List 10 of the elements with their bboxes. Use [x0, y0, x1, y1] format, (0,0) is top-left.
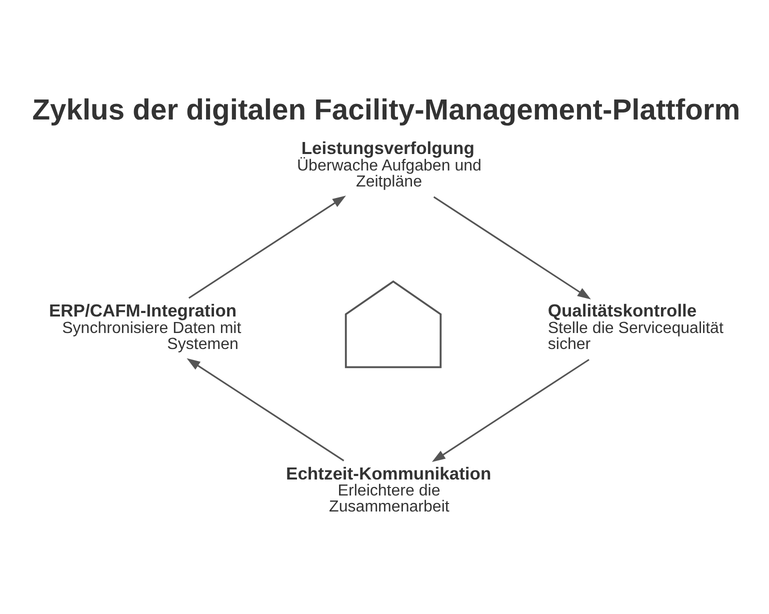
diagram-title: Zyklus der digitalen Facility-Management-Plattform	[32, 94, 740, 127]
node-text: Leistungsverfolgung Überwache Aufgaben und Zeitpläne	[296, 138, 482, 190]
node-text: Qualitätskontrolle Stelle die Servicequalität sicher	[548, 300, 724, 354]
arrow	[188, 196, 346, 299]
node-picture	[344, 280, 442, 368]
arrow	[186, 358, 344, 462]
node-text: Echtzeit-Kommunikation Erleichtere die Zusammenarbeit	[286, 463, 492, 516]
node-text: ERP/CAFM-Integration Synchronisiere Daten mit Systemen	[48, 300, 242, 354]
arrow	[433, 196, 591, 300]
arrow	[432, 358, 590, 462]
